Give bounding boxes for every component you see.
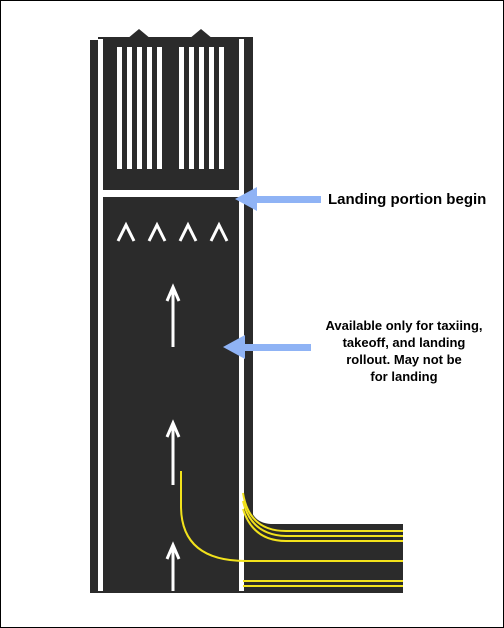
runway-edge-stripe-top-left	[90, 37, 98, 40]
landing-portion-label: Landing portion begin	[328, 191, 487, 208]
displaced-threshold-arrowheads	[116, 221, 229, 242]
available-label-line-4: for landing	[370, 369, 438, 384]
landing-portion-pointer-arrow	[235, 187, 321, 211]
runway-edge-stripe-right	[239, 39, 244, 591]
available-label-line-2: takeoff, and landing	[342, 335, 466, 350]
taxiway-pavement	[241, 524, 403, 593]
available-label-line-1: Available only for taxiing,	[325, 318, 483, 333]
runway-edge-stripe-left	[98, 39, 103, 591]
threshold-markings-left	[117, 47, 162, 169]
threshold-markings-right	[179, 47, 224, 169]
taxiway-edge-lines-upper	[242, 492, 403, 542]
top-chevron-left	[127, 29, 151, 39]
centerline-arrow-3	[165, 541, 181, 591]
available-taxiing-label: Available only for taxiing, takeoff, and…	[307, 317, 501, 385]
centerline-arrow-1	[165, 283, 181, 347]
available-label-line-3: rollout. May not be	[346, 352, 462, 367]
top-chevron-right	[189, 29, 213, 39]
available-pointer-arrow	[223, 335, 311, 359]
taxiway-edge-lines-lower	[243, 580, 403, 587]
threshold-bar	[98, 190, 244, 197]
centerline-arrow-2	[165, 419, 181, 485]
taxi-lead-off-line	[180, 471, 403, 562]
